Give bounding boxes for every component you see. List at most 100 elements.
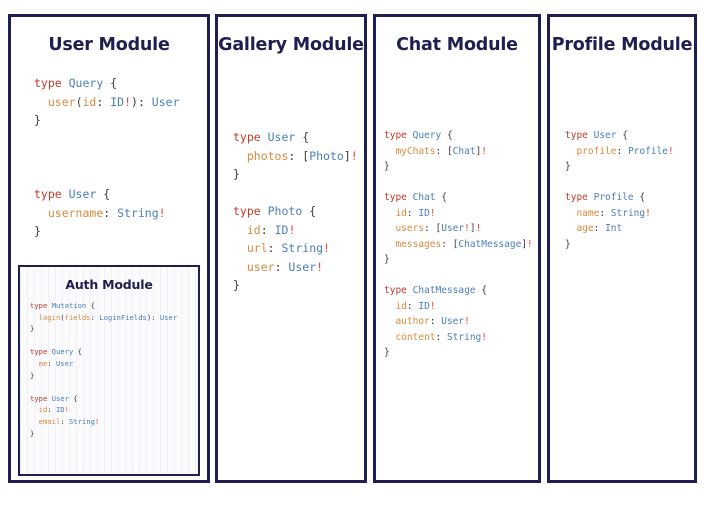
panel-user-module[interactable]: User Module type Query { user(id: ID!): … <box>8 14 210 483</box>
code-token: String <box>446 331 482 343</box>
code-token: type <box>384 285 413 296</box>
code-token: User <box>55 358 74 368</box>
panel-profile-module[interactable]: Profile Module type User { profile: Prof… <box>547 14 697 483</box>
code-token: String <box>281 241 324 255</box>
code-line: id: ID! <box>384 206 538 222</box>
code-token: ! <box>124 94 132 109</box>
code-token: ( <box>75 94 83 109</box>
code-token: User <box>159 312 178 322</box>
schema-code-user-module: type Query { user(id: ID!): User} type U… <box>34 74 207 241</box>
code-token: login <box>38 312 61 322</box>
code-token: : <box>90 312 100 322</box>
code-line: } <box>34 222 207 241</box>
code-token: User <box>267 130 296 144</box>
code-token: : [ <box>441 238 459 250</box>
code-token: type <box>34 76 69 90</box>
code-line: messages: [ChatMessage]! <box>384 237 538 253</box>
code-token: id <box>395 207 407 219</box>
code-token: id <box>395 300 407 312</box>
panel-title-gallery-module: Gallery Module <box>218 35 364 55</box>
code-line: type Query { <box>34 74 207 93</box>
code-token: type <box>565 192 594 203</box>
code-token <box>34 206 48 220</box>
code-token <box>384 146 395 157</box>
code-token: : [ <box>424 223 442 234</box>
code-token: String <box>610 207 646 219</box>
code-token: } <box>30 324 35 334</box>
code-token: ! <box>94 416 100 426</box>
code-token <box>34 95 48 109</box>
code-token: type <box>384 192 413 203</box>
code-token: ! <box>481 145 488 157</box>
code-line: photos: [Photo]! <box>233 147 364 166</box>
code-token <box>384 208 395 219</box>
code-token: : <box>96 94 111 109</box>
code-token: photos <box>246 148 289 163</box>
code-token: Photo <box>267 204 303 218</box>
code-token: { <box>73 347 82 357</box>
code-token: User <box>151 94 180 109</box>
code-token: } <box>384 347 390 358</box>
code-token: type <box>233 130 268 144</box>
panel-title-auth-module: Auth Module <box>65 277 153 292</box>
panel-gallery-module[interactable]: Gallery Module type User { photos: [Phot… <box>215 14 367 483</box>
panel-auth-module[interactable]: Auth Module type Mutation { login(fields… <box>18 265 200 476</box>
code-token: { <box>96 187 111 201</box>
code-line: type Query { <box>30 346 198 358</box>
panel-title-user-module: User Module <box>48 35 170 55</box>
code-token: User <box>68 187 97 201</box>
code-line: } <box>30 323 198 335</box>
code-line: } <box>565 237 694 253</box>
code-line: id: ID! <box>233 221 364 240</box>
code-token: id <box>246 222 261 237</box>
code-line <box>34 148 207 167</box>
code-token: type <box>565 130 594 141</box>
code-line: type Profile { <box>565 190 694 206</box>
code-token: { <box>295 130 310 144</box>
code-token: String <box>68 416 95 426</box>
code-token <box>565 208 576 219</box>
code-token: Chat <box>452 145 476 157</box>
code-token: : [ <box>288 148 310 163</box>
schema-code-gallery-module: type User { photos: [Photo]!} type Photo… <box>233 128 364 295</box>
code-line: } <box>233 165 364 184</box>
code-token: profile <box>576 145 617 157</box>
code-token: ChatMessage <box>412 285 476 296</box>
panel-chat-module[interactable]: Chat Module type Query { myChats: [Chat]… <box>373 14 541 483</box>
code-line: user: User! <box>233 258 364 277</box>
code-token: String <box>117 205 159 220</box>
code-token: ] <box>521 238 528 250</box>
code-line: } <box>34 111 207 130</box>
code-line: type User { <box>30 393 198 405</box>
code-token: content <box>395 331 436 343</box>
code-token: { <box>435 192 447 203</box>
code-token: Mutation <box>51 301 87 310</box>
code-token: Photo <box>309 148 344 163</box>
code-line: content: String! <box>384 330 538 346</box>
code-token: ! <box>350 148 358 163</box>
code-line: type Query { <box>384 128 538 144</box>
code-line: id: ID! <box>384 299 538 315</box>
code-token: User <box>51 393 69 403</box>
code-line: } <box>30 370 198 382</box>
code-token: { <box>633 192 646 203</box>
code-token: ! <box>64 405 69 415</box>
code-token: type <box>30 301 52 310</box>
code-line: } <box>384 345 538 361</box>
code-token: me <box>38 358 48 368</box>
code-token: Profile <box>593 192 634 203</box>
code-line: email: String! <box>30 416 198 428</box>
code-line <box>34 130 207 149</box>
code-token: ! <box>429 207 436 219</box>
code-line: type User { <box>565 128 694 144</box>
code-token: } <box>565 238 571 250</box>
code-token: type <box>30 393 52 403</box>
code-token: age <box>576 223 594 234</box>
code-token: Query <box>412 130 442 141</box>
code-token: ID <box>418 207 430 219</box>
code-token: ID <box>110 94 125 109</box>
code-token: : <box>267 241 282 255</box>
code-token: type <box>30 347 52 357</box>
code-token <box>233 260 247 274</box>
code-token: type <box>233 204 268 218</box>
